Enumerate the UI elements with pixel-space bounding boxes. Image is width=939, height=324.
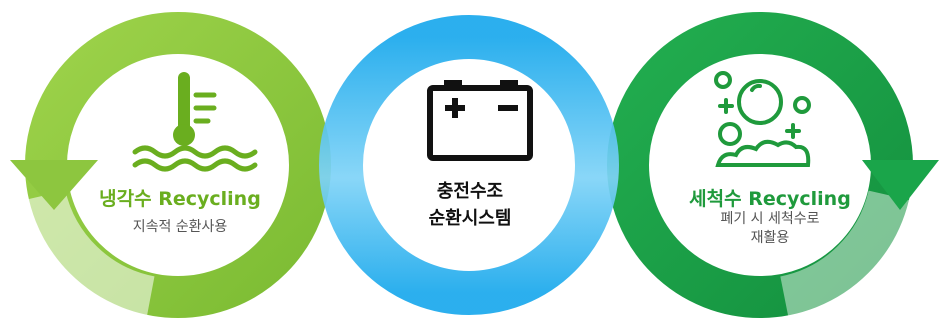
- left-ring: [10, 12, 331, 324]
- center-title-line1: 충전수조: [436, 181, 504, 202]
- center-title: 충전수조 순환시스템: [400, 178, 540, 232]
- thermometer-water-icon: [132, 72, 258, 172]
- left-title: 냉각수 Recycling: [99, 188, 261, 210]
- bubbles-icon: [714, 71, 811, 167]
- right-ring: [607, 12, 939, 324]
- center-ring: [319, 15, 619, 315]
- right-subtitle: 폐기 시 세척수로 재활용: [670, 210, 870, 248]
- center-title-line2: 순환시스템: [428, 208, 512, 229]
- right-title: 세척수 Recycling: [689, 188, 851, 210]
- left-arrow-icon: [10, 160, 98, 210]
- right-subtitle-line1: 폐기 시 세척수로: [720, 211, 820, 227]
- right-subtitle-line2: 재활용: [750, 230, 790, 246]
- right-arrow-icon: [862, 160, 939, 210]
- battery-icon: [427, 80, 533, 161]
- left-subtitle: 지속적 순환사용: [132, 219, 228, 235]
